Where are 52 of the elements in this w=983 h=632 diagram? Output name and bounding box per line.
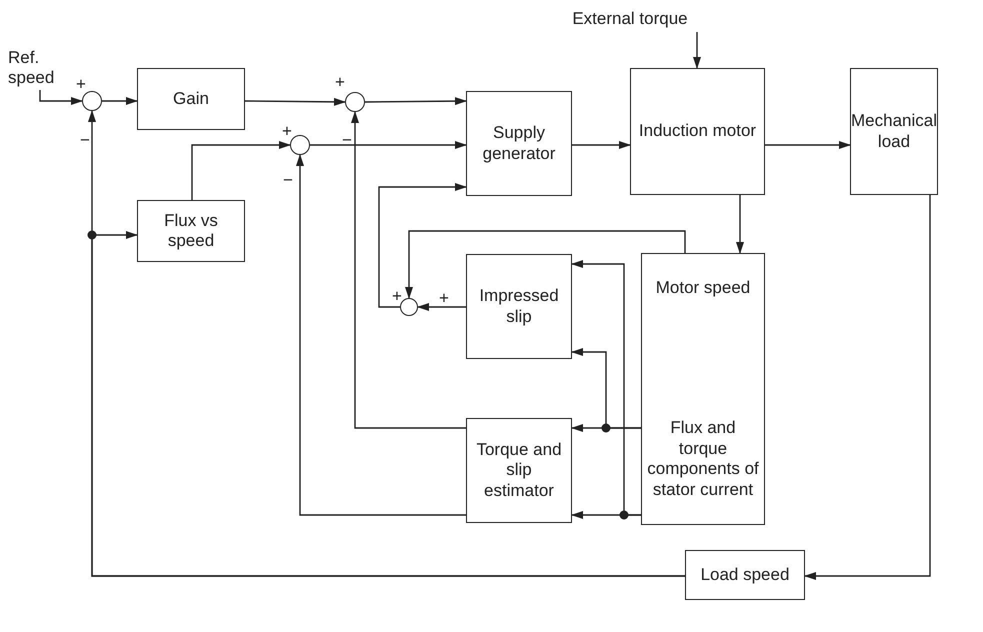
- block-box: [466, 254, 572, 359]
- block-label: Torque and slip estimator: [475, 440, 563, 502]
- sign-label: +: [439, 290, 449, 306]
- block-label: Induction motor: [638, 121, 756, 142]
- block-label: Motor speed: [656, 278, 750, 298]
- block-box: [641, 253, 765, 525]
- arrow: [245, 98, 346, 106]
- block-label: Flux and torque components of stator current: [646, 418, 760, 500]
- summing-junction: [345, 92, 365, 112]
- summing-junction: [290, 135, 310, 155]
- summing-junction: [82, 91, 102, 111]
- block-box: [137, 68, 245, 130]
- arrow: [571, 511, 641, 519]
- block-label: Impressed slip: [478, 286, 560, 327]
- arrow: [102, 97, 138, 105]
- arrow: [571, 348, 641, 429]
- sign-label: +: [76, 76, 86, 92]
- arrow: [736, 195, 744, 254]
- sign-label: +: [282, 122, 292, 140]
- block-label: Gain: [173, 88, 209, 110]
- arrow: [693, 32, 701, 69]
- block-box: [630, 68, 765, 195]
- arrow: [378, 183, 467, 308]
- arrow: [39, 90, 83, 105]
- block-box: [466, 91, 572, 196]
- arrow: [310, 141, 467, 149]
- arrow: [417, 303, 466, 311]
- arrow: [405, 230, 686, 299]
- sign-label: −: [283, 172, 293, 188]
- block-label: Mechanical load: [851, 111, 937, 152]
- arrow: [365, 97, 467, 106]
- signal-label: Ref. speed: [8, 48, 68, 90]
- arrow: [572, 141, 631, 149]
- block-box: [137, 200, 245, 262]
- arrow: [351, 111, 466, 429]
- arrow: [191, 141, 291, 200]
- sign-label: +: [392, 288, 402, 304]
- signal-label: External torque: [560, 6, 700, 32]
- block-label: Supply generator: [482, 123, 556, 164]
- sign-label: +: [335, 74, 345, 90]
- arrow: [765, 141, 851, 149]
- block-label: Load speed: [700, 564, 790, 586]
- block-box: [466, 418, 572, 523]
- arrow: [91, 231, 685, 577]
- arrow: [296, 154, 466, 516]
- arrow: [804, 195, 931, 580]
- summing-junction: [400, 298, 418, 316]
- block-box: [685, 550, 805, 600]
- block-box: [850, 68, 938, 195]
- sign-label: −: [80, 132, 90, 148]
- sign-label: −: [342, 132, 352, 148]
- block-label: Flux vs speed: [163, 210, 219, 252]
